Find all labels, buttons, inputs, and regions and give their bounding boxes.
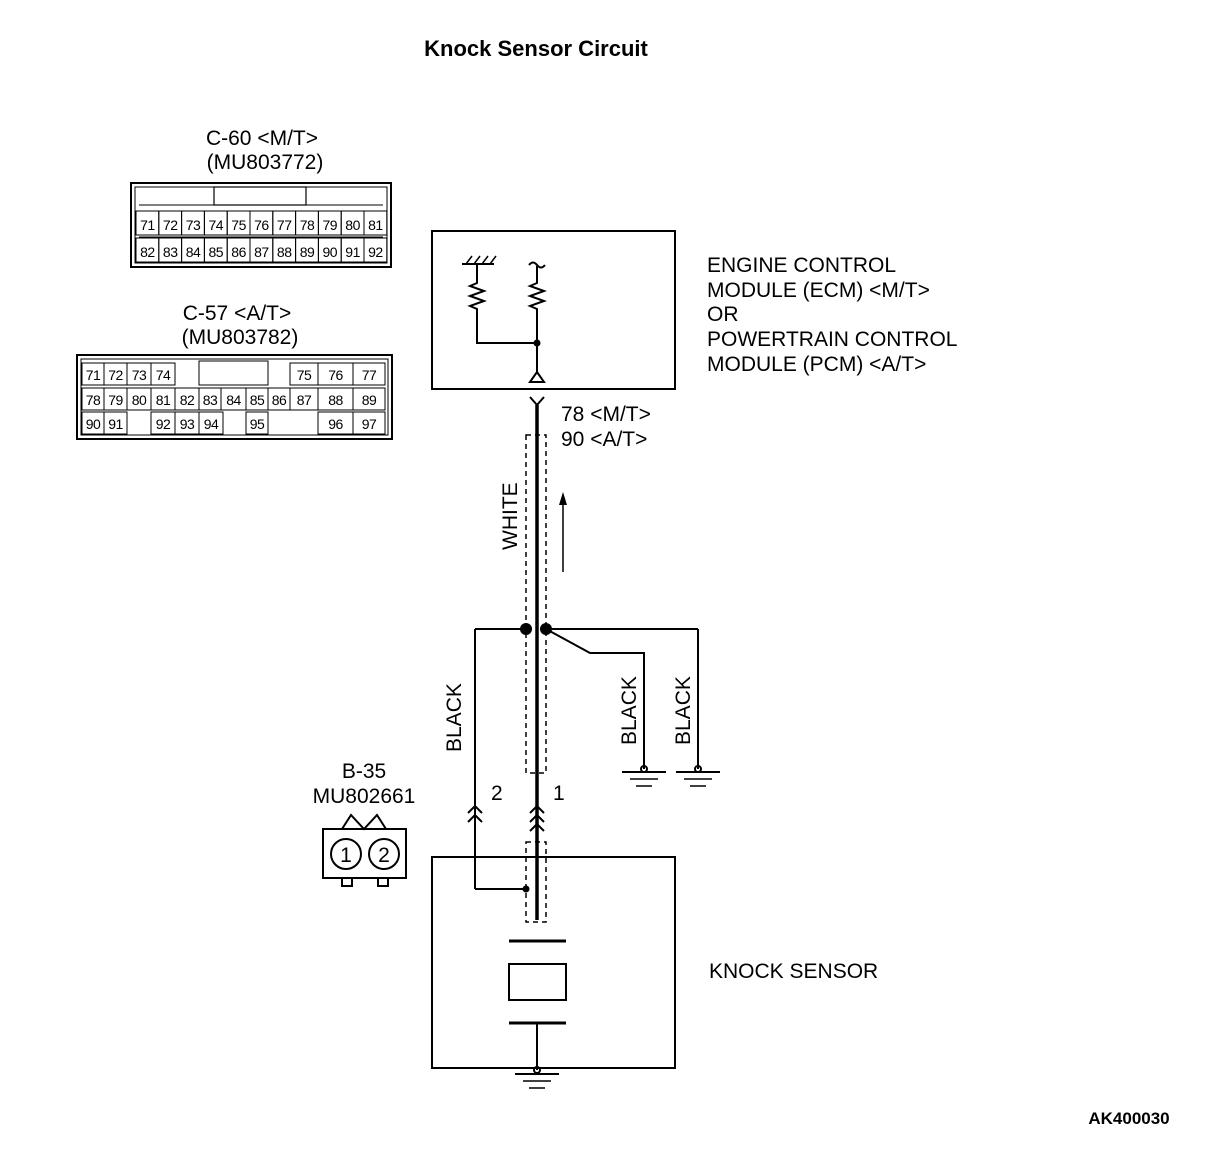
sensor-connector-marks [467, 804, 545, 832]
connector-pin: 79 [323, 217, 338, 233]
wire-label-white: WHITE [499, 482, 522, 550]
connector-pin: 82 [180, 392, 195, 408]
connector-pin: 84 [226, 392, 241, 408]
connector-pin: 83 [163, 244, 178, 260]
wire-label-black-shield: BLACK [443, 683, 466, 752]
shield-lower [525, 841, 547, 923]
ecm-line-2: MODULE (ECM) <M/T> [707, 279, 930, 302]
connector-pin: 96 [328, 416, 343, 432]
connector-c57-name: C-57 <A/T> [183, 302, 292, 325]
connector-pin: 87 [254, 244, 269, 260]
connector-pin: 71 [86, 367, 101, 383]
connector-pin: 91 [108, 416, 123, 432]
connector-b35: B-35 MU802661 1 2 [313, 760, 416, 887]
knock-sensor-label: KNOCK SENSOR [709, 960, 878, 983]
connector-pin: 92 [368, 244, 383, 260]
connector-pin: 78 [300, 217, 315, 233]
connector-c60-part: (MU803772) [207, 151, 324, 174]
connector-pin: 93 [180, 416, 195, 432]
connector-pin: 86 [272, 392, 287, 408]
wire-label-black-ground-2: BLACK [672, 676, 695, 745]
b35-pin-2: 2 [378, 844, 390, 867]
knock-sensor [431, 856, 676, 1070]
ecm-line-1: ENGINE CONTROL [707, 254, 896, 277]
connector-pin: 92 [156, 416, 171, 432]
connector-pin: 74 [209, 217, 224, 233]
shield-upper [525, 434, 547, 774]
connector-pin: 75 [231, 217, 246, 233]
connector-pin: 80 [132, 392, 147, 408]
connector-pin: 79 [108, 392, 123, 408]
ecm-line-4: POWERTRAIN CONTROL [707, 328, 957, 351]
shield-drain-wires [474, 623, 699, 893]
figure-id: AK400030 [1088, 1109, 1169, 1128]
connector-pin: 94 [204, 416, 219, 432]
ecm-line-5: MODULE (PCM) <A/T> [707, 353, 926, 376]
b35-pin-1: 1 [340, 844, 352, 867]
connector-pin: 76 [254, 217, 269, 233]
connector-pin: 85 [250, 392, 265, 408]
ground-icon [622, 765, 666, 787]
connector-pin: 81 [156, 392, 171, 408]
connector-pin: 72 [163, 217, 178, 233]
connector-b35-part: MU802661 [313, 785, 416, 808]
sensor-pin-1-label: 1 [553, 782, 565, 805]
connector-c57: C-57 <A/T> (MU803782) 71 72 73 74 75 76 77 78 79… [76, 302, 393, 440]
connector-pin: 86 [231, 244, 246, 260]
connector-pin: 80 [345, 217, 360, 233]
terminal-label-at: 90 <A/T> [561, 428, 647, 451]
terminal-label-mt: 78 <M/T> [561, 403, 651, 426]
connector-pin: 77 [277, 217, 292, 233]
connector-pin: 71 [140, 217, 155, 233]
connector-c60: C-60 <M/T> (MU803772) 71 72 73 74 75 76 77 78 79… [130, 127, 392, 268]
ground-icon [515, 1066, 559, 1089]
connector-pin: 72 [108, 367, 123, 383]
connector-pin: 90 [86, 416, 101, 432]
connector-pin: 74 [156, 367, 171, 383]
signal-direction-arrow [559, 492, 567, 572]
connector-pin: 89 [362, 392, 377, 408]
wire-label-black-ground-1: BLACK [618, 676, 641, 745]
connector-pin: 81 [368, 217, 383, 233]
connector-pin: 78 [86, 392, 101, 408]
diagram-title: Knock Sensor Circuit [424, 36, 648, 61]
connector-pin: 88 [328, 392, 343, 408]
connector-b35-name: B-35 [342, 760, 386, 783]
connector-pin: 95 [250, 416, 265, 432]
ecm-module [431, 230, 676, 390]
connector-pin: 90 [323, 244, 338, 260]
connector-pin: 73 [132, 367, 147, 383]
sensor-pin-2-label: 2 [491, 782, 503, 805]
connector-c57-part: (MU803782) [182, 326, 299, 349]
connector-pin: 84 [186, 244, 201, 260]
connector-pin: 73 [186, 217, 201, 233]
connector-pin: 83 [203, 392, 218, 408]
connector-pin: 76 [328, 367, 343, 383]
connector-pin: 97 [362, 416, 377, 432]
connector-pin: 85 [209, 244, 224, 260]
ecm-connector-mark [529, 396, 545, 407]
connector-pin: 91 [345, 244, 360, 260]
ecm-line-3: OR [707, 303, 739, 326]
connector-pin: 89 [300, 244, 315, 260]
connector-c60-name: C-60 <M/T> [206, 127, 318, 150]
connector-pin: 75 [297, 367, 312, 383]
ground-icon [676, 765, 720, 787]
connector-pin: 82 [140, 244, 155, 260]
ecm-label: ENGINE CONTROL MODULE (ECM) <M/T> OR POW… [707, 254, 957, 376]
connector-pin: 77 [362, 367, 377, 383]
connector-pin: 88 [277, 244, 292, 260]
connector-pin: 87 [297, 392, 312, 408]
